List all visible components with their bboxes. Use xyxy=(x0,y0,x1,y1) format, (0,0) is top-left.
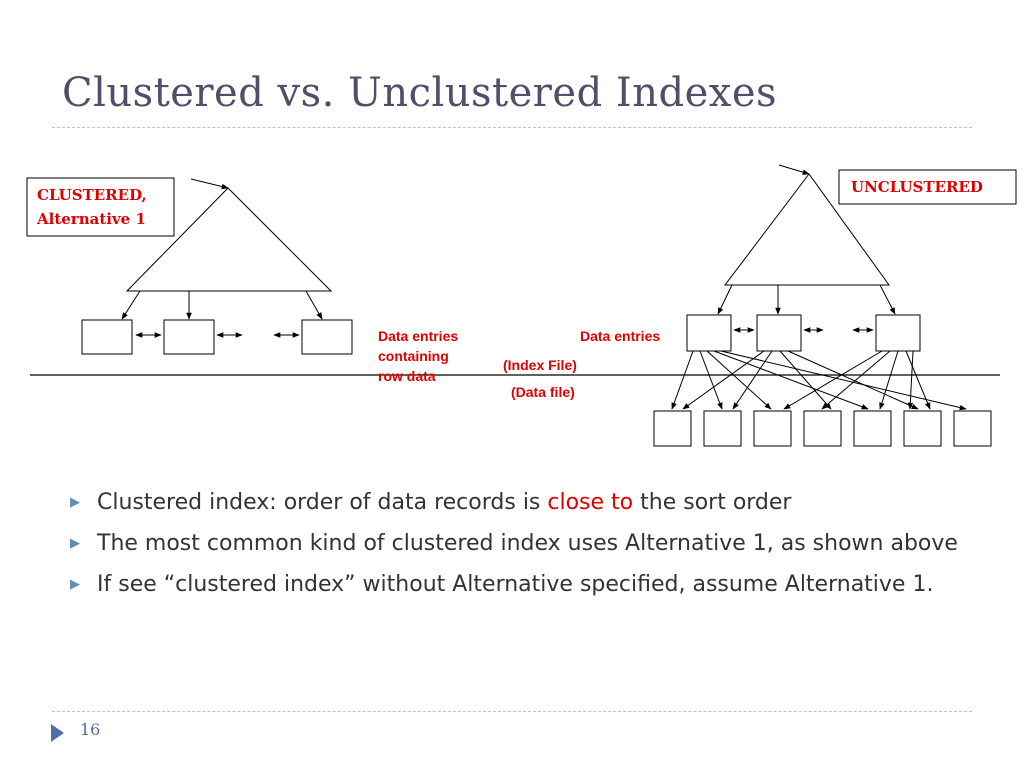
data-entries-containing-label: Data entries xyxy=(378,328,458,344)
record-pointer-arrows xyxy=(671,350,967,411)
data-entries-containing-label: row data xyxy=(378,368,436,384)
data-record-page xyxy=(703,410,742,447)
bullet-text: Clustered index: order of data records i… xyxy=(97,490,548,515)
data-page xyxy=(81,319,133,355)
data-page xyxy=(301,319,353,355)
data-page xyxy=(163,319,215,355)
bullet-text: The most common kind of clustered index … xyxy=(97,531,958,556)
index-diagram: CLUSTERED, Alternative 1 Data entries co… xyxy=(26,164,1017,447)
data-record-page xyxy=(953,410,992,447)
index-tree-triangle xyxy=(125,187,333,292)
data-entries-containing-label: containing xyxy=(378,348,449,364)
root-pointer-arrow xyxy=(190,178,229,190)
unclustered-label-box xyxy=(838,169,1017,205)
data-record-page xyxy=(753,410,792,447)
data-record-page xyxy=(853,410,892,447)
clustered-label-box xyxy=(26,177,175,237)
root-pointer-arrow xyxy=(778,164,810,175)
slide-nav-triangle-icon xyxy=(51,724,64,742)
index-entry-page xyxy=(875,314,921,352)
data-record-page xyxy=(903,410,942,447)
bullet-text: the sort order xyxy=(633,490,792,515)
bullet-arrow-icon: ▶ xyxy=(70,495,80,510)
footer-divider xyxy=(52,711,972,712)
data-entries-label: Data entries xyxy=(580,328,660,344)
data-record-page xyxy=(803,410,842,447)
bullet-arrow-icon: ▶ xyxy=(70,536,80,551)
clustered-label-line1: CLUSTERED, xyxy=(37,186,147,204)
data-file-label: (Data file) xyxy=(511,384,575,400)
bullet-list: ▶ Clustered index: order of data records… xyxy=(66,486,986,609)
clustered-label-line2: Alternative 1 xyxy=(36,210,146,228)
unclustered-tree: UNCLUSTERED xyxy=(653,164,1017,447)
pointer-arrow xyxy=(879,284,896,315)
data-record-page xyxy=(653,410,692,447)
bullet-text: If see “clustered index” without Alterna… xyxy=(97,572,934,597)
bullet-arrow-icon: ▶ xyxy=(70,577,80,592)
clustered-tree: CLUSTERED, Alternative 1 xyxy=(26,177,353,355)
bullet-item: ▶ Clustered index: order of data records… xyxy=(66,486,986,520)
index-entry-page xyxy=(686,314,732,352)
bullet-item: ▶ If see “clustered index” without Alter… xyxy=(66,568,986,602)
index-tree-triangle xyxy=(723,173,890,286)
page-number: 16 xyxy=(80,720,101,739)
pointer-arrow xyxy=(121,290,141,320)
unclustered-label: UNCLUSTERED xyxy=(851,178,983,196)
index-file-label: (Index File) xyxy=(503,357,577,373)
slide-title: Clustered vs. Unclustered Indexes xyxy=(62,70,778,116)
pointer-arrow xyxy=(717,284,733,315)
bullet-item: ▶ The most common kind of clustered inde… xyxy=(66,527,986,561)
bullet-highlight: close to xyxy=(547,490,634,515)
pointer-arrow xyxy=(305,290,323,320)
title-divider xyxy=(52,127,972,128)
index-entry-page xyxy=(756,314,802,352)
